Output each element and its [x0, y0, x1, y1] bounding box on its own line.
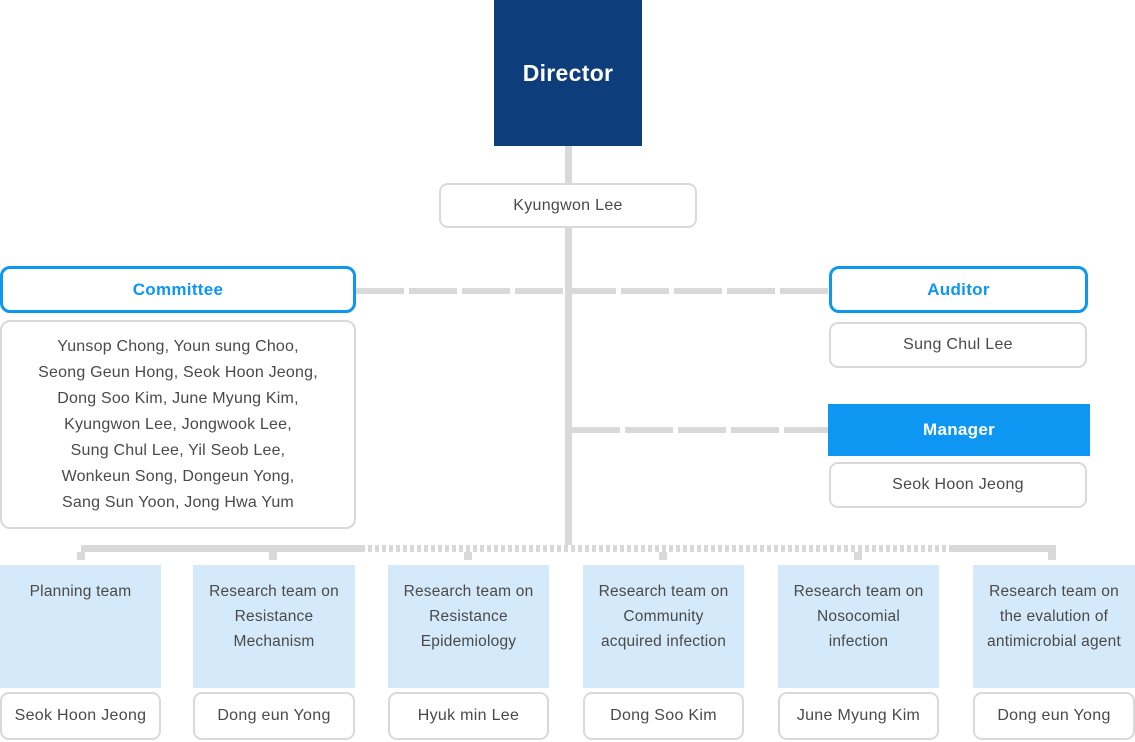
team-lead-name: June Myung Kim [796, 707, 921, 724]
team-stub [464, 552, 472, 560]
director-name-box: Kyungwon Lee [439, 183, 697, 228]
team-lead-box: Dong Soo Kim [583, 692, 744, 740]
team-lead-name: Dong eun Yong [997, 707, 1111, 724]
manager-title-box: Manager [828, 404, 1090, 456]
team-lead-box: Dong eun Yong [193, 692, 355, 740]
team-lead-name: Dong Soo Kim [610, 707, 717, 724]
connector-director-to-name [565, 146, 572, 183]
team-box: Research team on Community acquired infe… [583, 565, 744, 688]
team-lead-box: Dong eun Yong [973, 692, 1135, 740]
committee-member-line: Sang Sun Yoon, Jong Hwa Yum [62, 493, 294, 511]
auditor-name: Sung Chul Lee [903, 336, 1013, 353]
team-box: Planning team [0, 565, 161, 688]
team-stub [1048, 552, 1056, 560]
committee-member-line: Yunsop Chong, Youn sung Choo, [57, 337, 299, 355]
committee-title-box: Committee [0, 266, 356, 313]
director-title: Director [522, 59, 614, 86]
team-stub [269, 552, 277, 560]
team-stub [854, 552, 862, 560]
committee-member-line: Dong Soo Kim, June Myung Kim, [57, 389, 299, 407]
team-title: Research team on Nosocomial infection [793, 583, 924, 650]
auditor-title: Auditor [927, 279, 990, 299]
committee-member-line: Kyungwon Lee, Jongwook Lee, [64, 415, 292, 433]
team-lead-name: Seok Hoon Jeong [14, 707, 147, 724]
team-title: Research team on the evalution of antimi… [987, 583, 1121, 650]
team-title: Planning team [29, 583, 132, 600]
team-lead-box: Hyuk min Lee [388, 692, 549, 740]
team-lead-box: June Myung Kim [778, 692, 939, 740]
teams-bar-left [81, 545, 361, 552]
manager-name-box: Seok Hoon Jeong [829, 462, 1087, 508]
committee-members-box: Yunsop Chong, Youn sung Choo, Seong Geun … [0, 320, 356, 529]
auditor-title-box: Auditor [829, 266, 1088, 313]
team-lead-name: Hyuk min Lee [417, 707, 520, 724]
team-stub [77, 552, 85, 560]
team-box: Research team on the evalution of antimi… [973, 565, 1135, 688]
teams-bar-right [952, 545, 1056, 552]
committee-member-line: Wonkeun Song, Dongeun Yong, [61, 467, 295, 485]
auditor-name-box: Sung Chul Lee [829, 322, 1087, 368]
team-box: Research team on Resistance Epidemiology [388, 565, 549, 688]
connector-committee-auditor [356, 288, 829, 294]
manager-title: Manager [922, 420, 995, 439]
team-lead-box: Seok Hoon Jeong [0, 692, 161, 740]
teams-bar-middle [361, 545, 952, 552]
connector-manager [572, 427, 828, 433]
team-box: Research team on Resistance Mechanism [193, 565, 355, 688]
director-name: Kyungwon Lee [513, 196, 623, 214]
team-title: Research team on Community acquired infe… [598, 583, 729, 650]
team-title: Research team on Resistance Mechanism [209, 583, 339, 650]
committee-member-line: Sung Chul Lee, Yil Seob Lee, [70, 441, 286, 459]
team-stub [659, 552, 667, 560]
connector-main-trunk [565, 228, 572, 545]
team-lead-name: Dong eun Yong [217, 707, 331, 724]
committee-member-line: Seong Geun Hong, Seok Hoon Jeong, [38, 363, 318, 381]
team-box: Research team on Nosocomial infection [778, 565, 939, 688]
committee-title: Committee [132, 279, 224, 299]
team-title: Research team on Resistance Epidemiology [403, 583, 534, 650]
director-box: Director [494, 0, 642, 146]
manager-name: Seok Hoon Jeong [892, 476, 1024, 493]
